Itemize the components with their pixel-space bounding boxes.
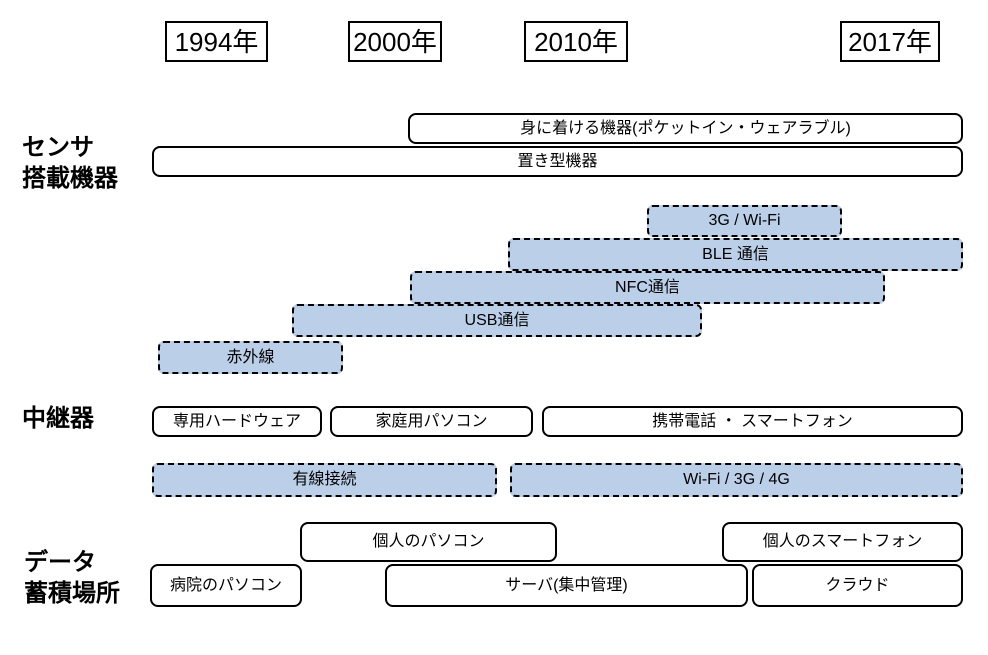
box-ble: BLE 通信 xyxy=(508,238,963,271)
box-mobile-smartphone: 携帯電話 ・ スマートフォン xyxy=(542,406,963,437)
year-2017: 2017年 xyxy=(840,21,940,62)
box-nfc: NFC通信 xyxy=(410,271,885,304)
box-dedicated-hardware: 専用ハードウェア xyxy=(152,406,322,437)
box-personal-smartphone: 個人のスマートフォン xyxy=(722,522,963,562)
box-personal-pc: 個人のパソコン xyxy=(300,522,557,562)
box-usb: USB通信 xyxy=(292,304,702,337)
box-stationary-devices: 置き型機器 xyxy=(152,146,963,177)
section-label-sensor-devices: センサ 搭載機器 xyxy=(22,134,118,193)
section-label-relay: 中継器 xyxy=(22,405,94,432)
box-wearable-devices: 身に着ける機器(ポケットイン・ウェアラブル) xyxy=(408,113,963,144)
year-1994: 1994年 xyxy=(165,21,268,62)
year-2010: 2010年 xyxy=(524,21,628,62)
box-hospital-pc: 病院のパソコン xyxy=(150,564,302,607)
box-server-centralized: サーバ(集中管理) xyxy=(385,564,748,607)
box-wired-connection: 有線接続 xyxy=(152,463,497,497)
box-home-pc: 家庭用パソコン xyxy=(330,406,533,437)
box-wifi-3g-4g: Wi-Fi / 3G / 4G xyxy=(510,463,963,497)
box-cloud: クラウド xyxy=(752,564,963,607)
box-3g-wifi: 3G / Wi-Fi xyxy=(647,205,842,237)
section-label-data-storage: データ 蓄積場所 xyxy=(24,549,120,608)
year-2000: 2000年 xyxy=(348,21,442,62)
box-infrared: 赤外線 xyxy=(158,341,343,374)
